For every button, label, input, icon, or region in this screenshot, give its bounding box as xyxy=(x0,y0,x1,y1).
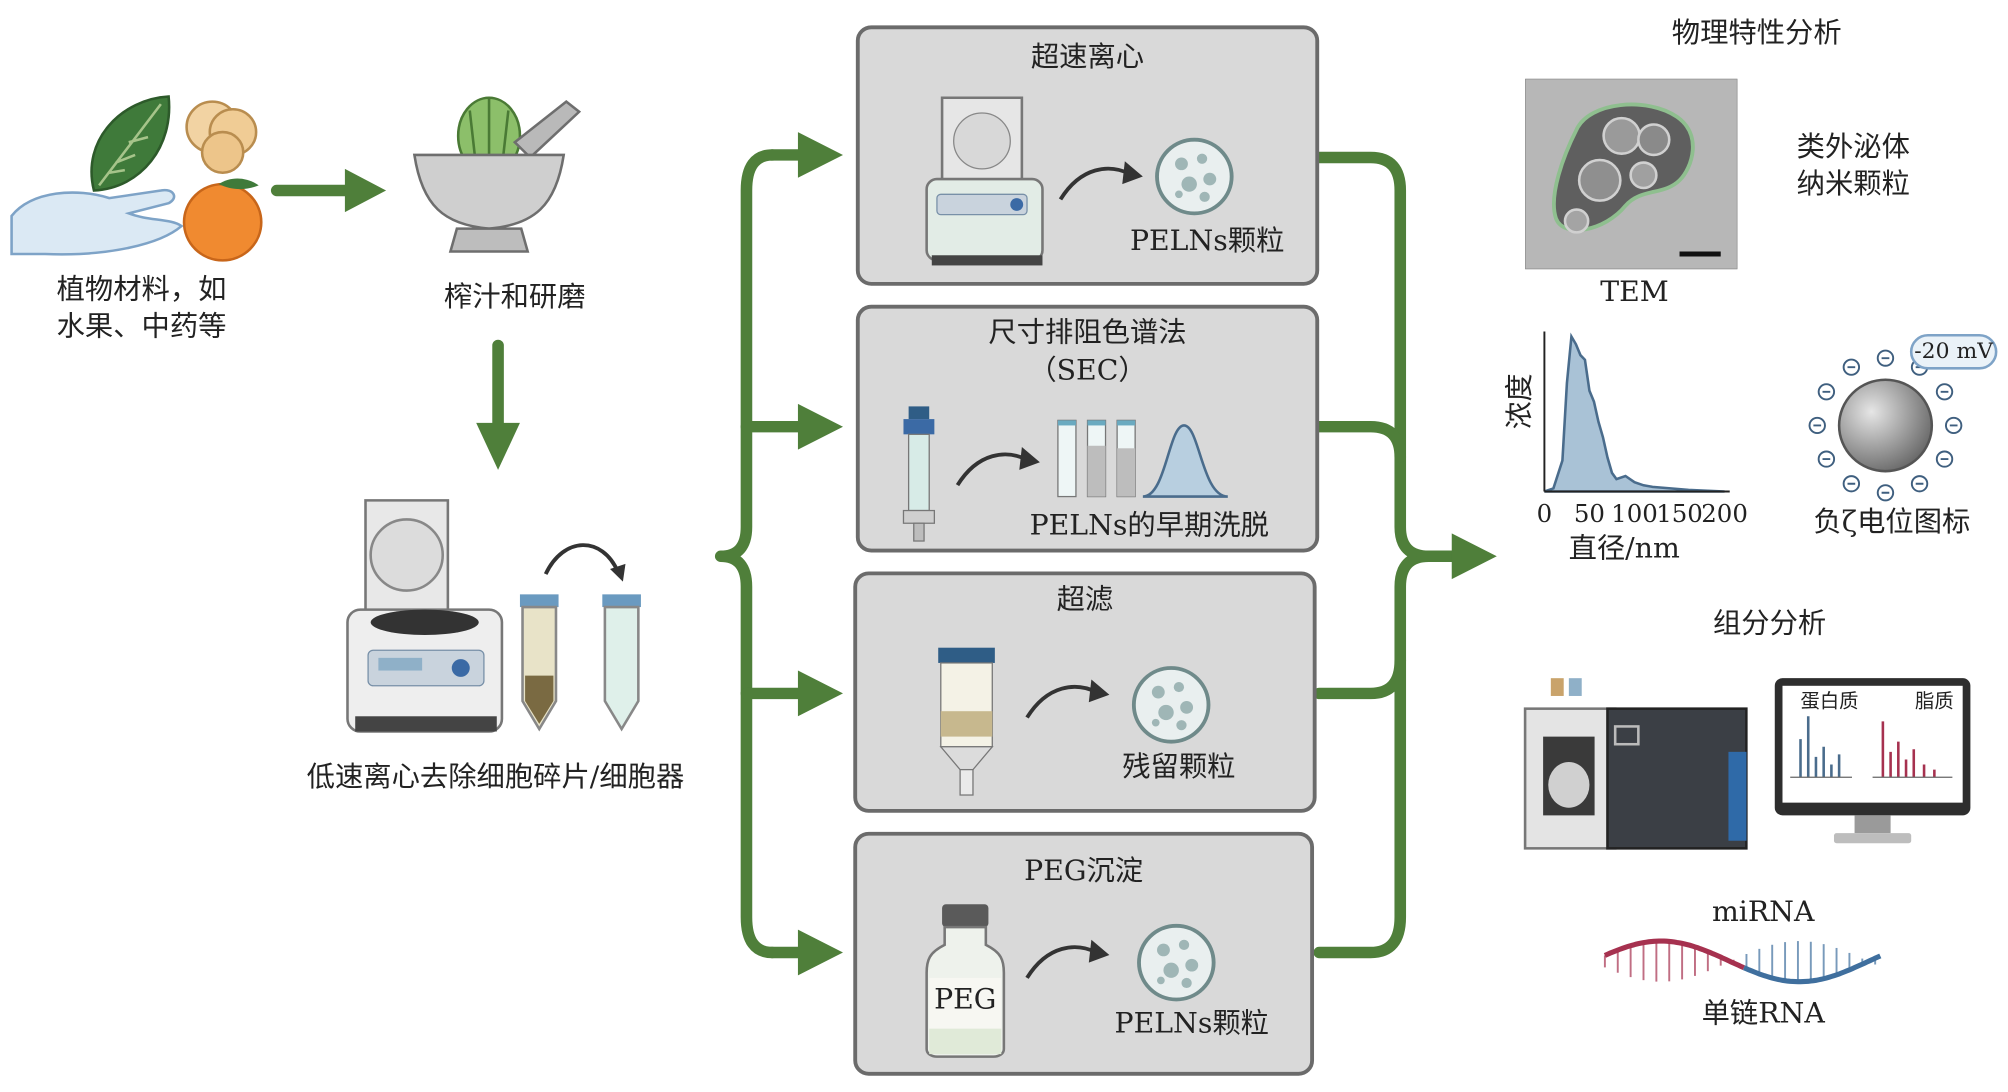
x-tick-label: 150 xyxy=(1656,499,1703,528)
ultrafiltration-tube-icon xyxy=(938,647,995,796)
ssrna-label: 单链RNA xyxy=(1701,998,1825,1030)
step1-label-line1: 植物材料，如 xyxy=(56,274,227,307)
curved-arrow-icon xyxy=(1025,939,1110,979)
method-box-ultrafiltration: 超滤 残留颗粒 xyxy=(853,571,1317,813)
arrowhead-m3 xyxy=(797,670,843,717)
ultracentrifuge-icon xyxy=(925,96,1044,266)
screen-label-protein: 蛋白质 xyxy=(1800,689,1859,713)
mirna-label: miRNA xyxy=(1711,896,1815,929)
arrowhead-out xyxy=(1451,533,1497,580)
mass-spectrometer-icon xyxy=(1523,678,1748,850)
tem-desc-line2: 纳米颗粒 xyxy=(1796,168,1910,201)
y-axis-label: 浓度 xyxy=(1503,373,1536,429)
tem-image xyxy=(1525,78,1738,270)
distribution-area xyxy=(1543,332,1725,493)
step2-label: 榨汁和研磨 xyxy=(443,281,586,314)
method-box-ultracentrifugation: 超速离心 PELNs颗粒 xyxy=(855,25,1320,286)
sec-column-icon xyxy=(902,406,936,542)
step3-label: 低速离心去除细胞碎片/细胞器 xyxy=(306,762,685,794)
x-tick-label: 0 xyxy=(1537,499,1553,528)
left-bracket xyxy=(714,149,778,959)
monitor-icon xyxy=(1774,678,1971,844)
step1-label: 植物材料，如 水果、中药等 xyxy=(26,272,258,346)
zeta-value: -20 mV xyxy=(1914,339,1994,365)
elution-peak-icon xyxy=(1142,424,1229,498)
peach-icon xyxy=(185,100,258,174)
method-result: PELNs的早期洗脱 xyxy=(1029,510,1269,543)
orange-icon xyxy=(182,178,263,262)
right-bracket xyxy=(1313,151,1435,959)
arrowhead-1 xyxy=(344,168,387,213)
physical-heading: 物理特性分析 xyxy=(1671,17,1842,50)
method-title: 超速离心 xyxy=(1030,41,1145,74)
arrowhead-m1 xyxy=(797,132,843,178)
x-tick-label: 50 xyxy=(1574,499,1605,528)
particle-dish-icon xyxy=(1137,923,1216,1002)
centrifuge-icon xyxy=(346,499,504,733)
tem-description: 类外泌体 纳米颗粒 xyxy=(1763,130,1943,204)
zeta-potential-icon xyxy=(1808,349,1963,502)
method-title: 尺寸排阻色谱法 xyxy=(988,317,1187,350)
plant-materials-illustration xyxy=(10,95,263,262)
centrifuge-illustration xyxy=(346,499,641,733)
particle-dish-icon xyxy=(1155,137,1234,216)
composition-heading: 组分分析 xyxy=(1712,608,1827,641)
method-title: PEG沉淀 xyxy=(1024,855,1144,888)
screen-label-lipid: 脂质 xyxy=(1915,689,1954,713)
zeta-label: 负ζ电位图标 xyxy=(1813,506,1971,539)
bottle-label: PEG xyxy=(934,984,997,1016)
method-title: 超滤 xyxy=(1056,584,1114,616)
curved-arrow-icon xyxy=(955,447,1040,487)
method-result: 残留颗粒 xyxy=(1122,751,1236,784)
method-box-sec: 尺寸排阻色谱法 （SEC） PELNs的早期洗脱 xyxy=(855,304,1320,553)
pour-arrow-icon xyxy=(543,543,620,575)
arrowhead-2 xyxy=(476,422,520,470)
peg-bottle-icon xyxy=(925,904,1006,1058)
method-title-sub: （SEC） xyxy=(1028,355,1147,388)
arrowhead-m2 xyxy=(797,403,843,450)
fraction-tubes-icon xyxy=(1057,419,1136,498)
tem-desc-line1: 类外泌体 xyxy=(1796,132,1910,164)
arrowhead-m4 xyxy=(797,929,843,976)
zeta-value-badge: -20 mV xyxy=(1909,334,1998,370)
tem-label: TEM xyxy=(1600,276,1669,309)
mortar-pestle-icon xyxy=(412,96,582,253)
x-tick-label: 100 xyxy=(1611,499,1658,528)
x-tick-label: 200 xyxy=(1701,499,1748,528)
method-result: PELNs颗粒 xyxy=(1114,1008,1269,1041)
particle-dish-icon xyxy=(1131,666,1211,744)
method-result: PELNs颗粒 xyxy=(1129,226,1285,258)
x-axis-label: 直径/nm xyxy=(1569,532,1680,565)
tube-supernatant-icon xyxy=(602,594,641,732)
curved-arrow-icon xyxy=(1058,161,1143,201)
tube-sediment-icon xyxy=(519,594,559,732)
curved-arrow-icon xyxy=(1025,679,1110,719)
rna-strand-icon xyxy=(1603,938,1882,985)
method-box-peg: PEG沉淀 PEG PELNs颗粒 xyxy=(853,831,1315,1076)
hand-icon xyxy=(10,188,184,256)
step1-label-line2: 水果、中药等 xyxy=(56,311,227,343)
